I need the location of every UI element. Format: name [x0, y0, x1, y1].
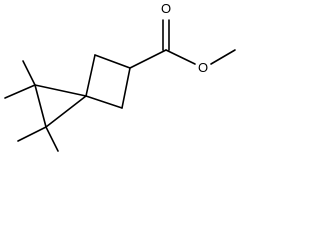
bond-ester-o-to-methyl [210, 49, 236, 65]
bond-methyl-1 [22, 60, 36, 86]
bond-cb-bottom [85, 95, 123, 109]
skeletal-formula: O O [4, 1, 236, 152]
structure-canvas: O O [4, 1, 236, 152]
bond-cb-top [94, 54, 131, 69]
bond-cb-left [85, 54, 96, 97]
carbonyl-oxygen-label: O [161, 1, 171, 16]
bond-methyl-3 [17, 126, 47, 142]
bond-cp-side [34, 84, 47, 128]
bond-cp-top [34, 84, 87, 97]
bond-ring-to-carbonyl [129, 49, 167, 69]
bond-cp-bottom [45, 95, 87, 128]
ester-oxygen-label: O [198, 60, 208, 75]
bond-methyl-2 [4, 84, 36, 99]
bond-methyl-4 [45, 126, 59, 152]
bond-cb-right [121, 67, 131, 109]
bond-carbonyl-to-ester-o [165, 49, 196, 65]
